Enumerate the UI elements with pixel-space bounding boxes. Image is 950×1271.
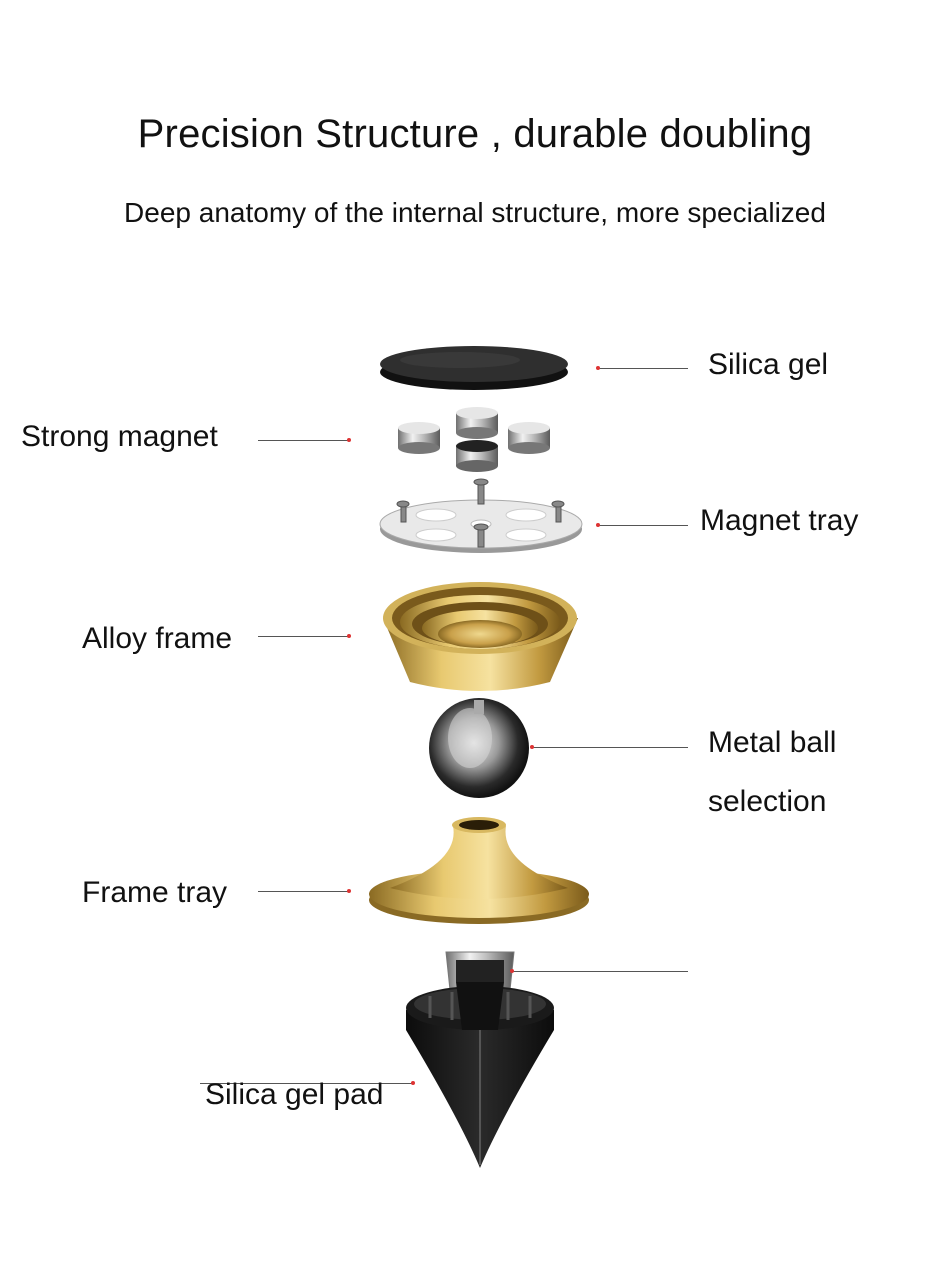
label-frame-tray: Frame tray xyxy=(82,876,228,909)
leader-vent-clip xyxy=(512,971,688,972)
leader-strong-magnet xyxy=(258,440,350,441)
label-metal-ball-selection: selection xyxy=(708,785,827,818)
magnet-tray xyxy=(379,478,583,553)
strong-magnets xyxy=(398,407,550,472)
marker-alloy-frame xyxy=(347,634,351,638)
marker-silica-gel xyxy=(596,366,600,370)
marker-metal-ball xyxy=(530,745,534,749)
marker-strong-magnet xyxy=(347,438,351,442)
frame-tray xyxy=(369,817,589,924)
leader-metal-ball xyxy=(532,747,688,748)
page-title: Precision Structure , durable doubling xyxy=(137,112,813,156)
vent-clip xyxy=(406,951,554,1168)
leader-alloy-frame xyxy=(258,636,350,637)
label-silica-gel-pad: Silica gel pad xyxy=(205,1078,384,1111)
marker-silica-gel-pad xyxy=(411,1081,415,1085)
label-silica-gel: Silica gel xyxy=(708,348,829,381)
silica-gel-disc xyxy=(380,346,568,390)
alloy-frame xyxy=(383,582,578,691)
leader-silica-gel-pad xyxy=(200,1083,414,1084)
label-magnet-tray: Magnet tray xyxy=(700,504,859,537)
leader-frame-tray xyxy=(258,891,350,892)
marker-frame-tray xyxy=(347,889,351,893)
label-metal-ball: Metal ball xyxy=(708,726,837,759)
metal-ball xyxy=(429,698,529,798)
leader-magnet-tray xyxy=(598,525,688,526)
marker-magnet-tray xyxy=(596,523,600,527)
marker-vent-clip xyxy=(510,969,514,973)
label-alloy-frame: Alloy frame xyxy=(82,622,233,655)
leader-silica-gel xyxy=(598,368,688,369)
label-strong-magnet: Strong magnet xyxy=(21,420,218,453)
page-subtitle: Deep anatomy of the internal structure, … xyxy=(124,197,826,228)
